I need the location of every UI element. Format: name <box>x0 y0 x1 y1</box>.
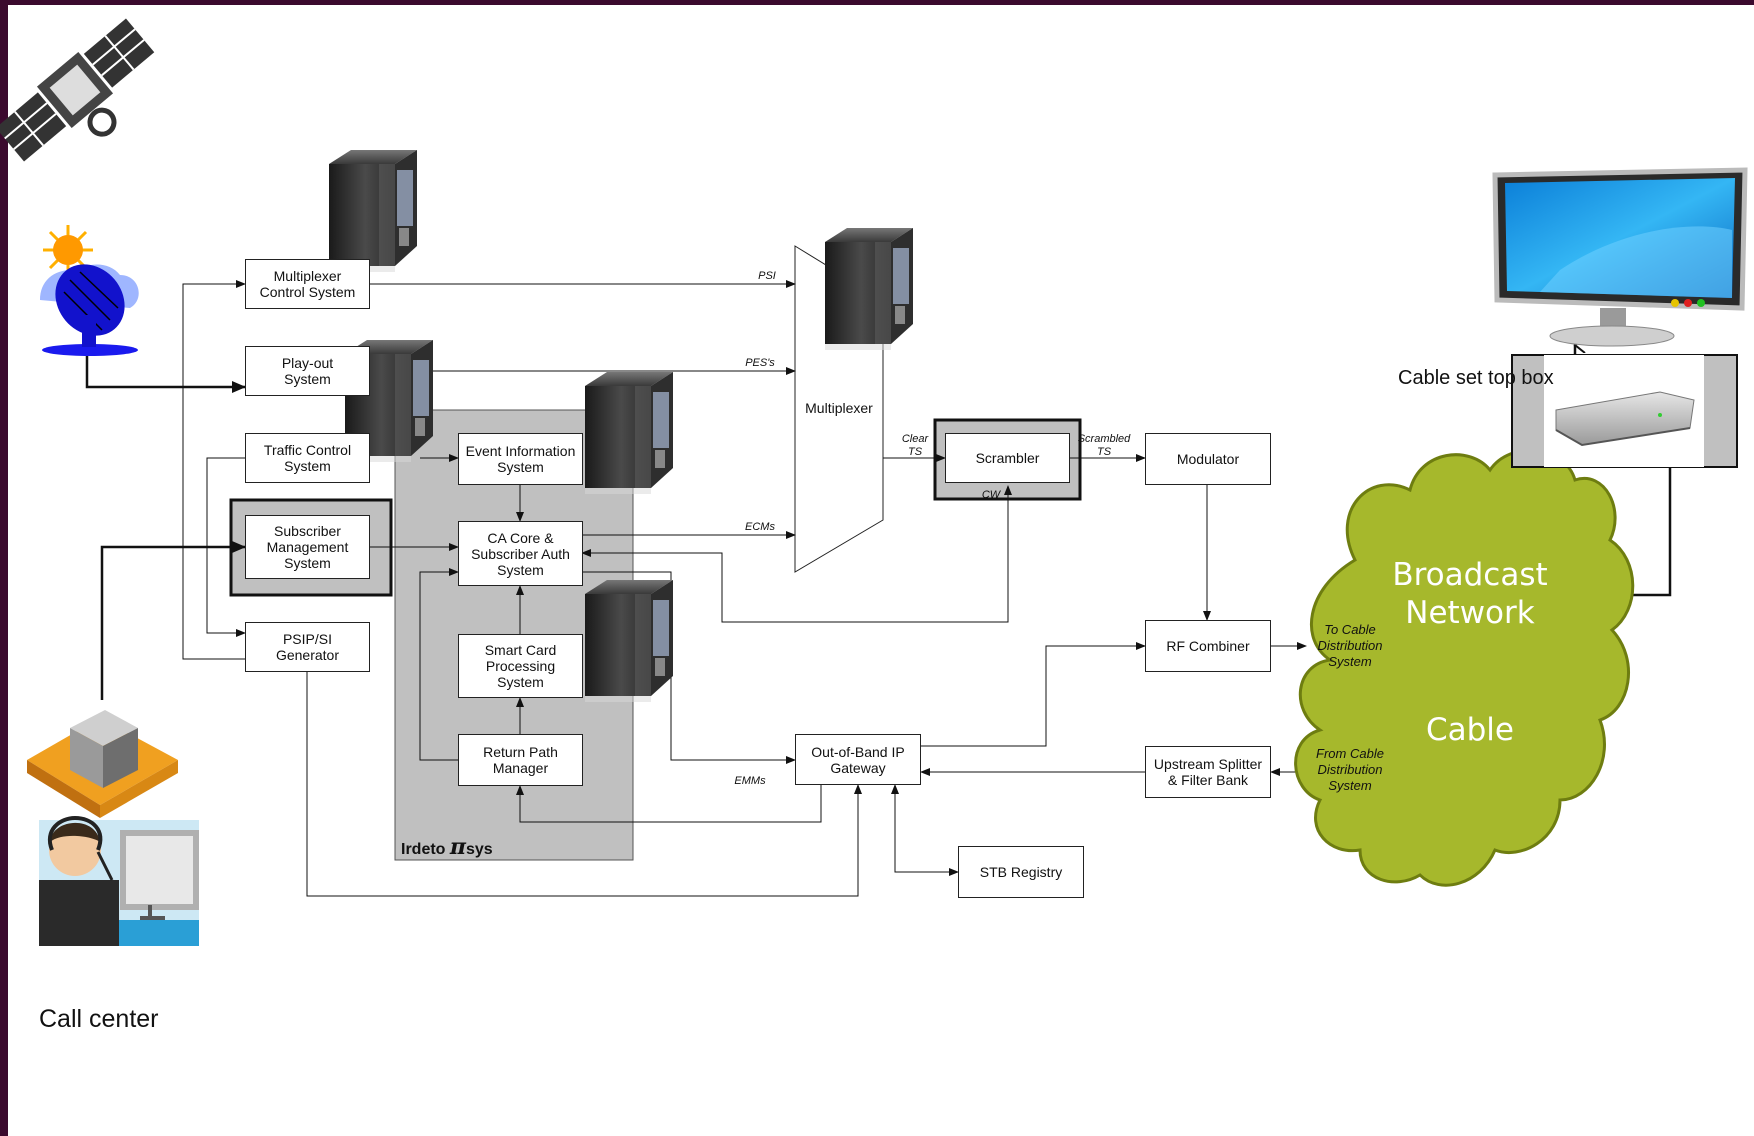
play-out-system-box: Play-out System <box>245 346 370 396</box>
broadcast-network-label: Broadcast Network <box>1392 557 1548 631</box>
psip-si-generator-box: PSIP/SI Generator <box>245 622 370 672</box>
event-information-system-box: Event Information System <box>458 433 583 485</box>
monitor-icon <box>1492 167 1748 347</box>
cw-arrow <box>581 486 1009 623</box>
control-bus <box>182 283 245 660</box>
psi-label: PSI <box>758 270 776 282</box>
dish-to-playout <box>85 345 246 393</box>
emms-label: EMMs <box>734 775 766 787</box>
frame-top-bar <box>0 0 1754 5</box>
clear-ts-label: Clear TS <box>901 433 929 458</box>
call-center-caption: Call center <box>39 1005 159 1033</box>
call-center-agent-icon <box>39 815 199 946</box>
scrambler-box: Scrambler <box>945 433 1070 483</box>
cable-label: Cable <box>1425 712 1514 748</box>
ecms-label: ECMs <box>745 521 775 533</box>
return-path-manager-box: Return Path Manager <box>458 734 583 786</box>
irdeto-region-title: Irdeto πsys <box>401 834 493 860</box>
pes-label: PES's <box>745 357 775 369</box>
server-tower-icon <box>585 580 673 702</box>
traffic-to-psip <box>206 457 246 637</box>
rf-combiner-box: RF Combiner <box>1145 620 1271 672</box>
cw-label: CW <box>981 489 1001 501</box>
cable-set-top-box-caption: Cable set top box <box>1398 367 1554 389</box>
server-tower-icon <box>585 372 673 494</box>
server-tower-icon <box>329 150 417 272</box>
to-cable-distribution-label: To Cable Distribution System <box>1317 622 1383 669</box>
modulator-box: Modulator <box>1145 433 1271 485</box>
traffic-control-system-box: Traffic Control System <box>245 433 370 483</box>
upstream-splitter-box: Upstream Splitter & Filter Bank <box>1145 746 1271 798</box>
multiplexer-label: Multiplexer <box>805 400 873 416</box>
subscriber-management-system-box: Subscriber Management System <box>245 515 370 579</box>
callcenter-to-sms <box>100 541 246 700</box>
broadcast-cloud-icon <box>1294 448 1635 887</box>
frame-left-bar <box>0 0 8 1136</box>
server-tower-icon <box>825 228 913 350</box>
ca-core-box: CA Core & Subscriber Auth System <box>458 521 583 586</box>
scrambled-ts-label: Scrambled TS <box>1077 433 1131 458</box>
stb-registry-box: STB Registry <box>958 846 1084 898</box>
smart-card-processing-box: Smart Card Processing System <box>458 634 583 698</box>
satellite-dish-icon <box>40 225 139 356</box>
multiplexer-control-system-box: Multiplexer Control System <box>245 259 370 309</box>
from-cable-distribution-label: From Cable Distribution System <box>1316 746 1384 793</box>
satellite-icon <box>0 18 155 162</box>
package-platform-icon <box>27 710 178 818</box>
set-top-box-icon <box>1544 355 1704 467</box>
out-of-band-ip-gateway-box: Out-of-Band IP Gateway <box>795 734 921 785</box>
return-loop <box>419 568 459 761</box>
